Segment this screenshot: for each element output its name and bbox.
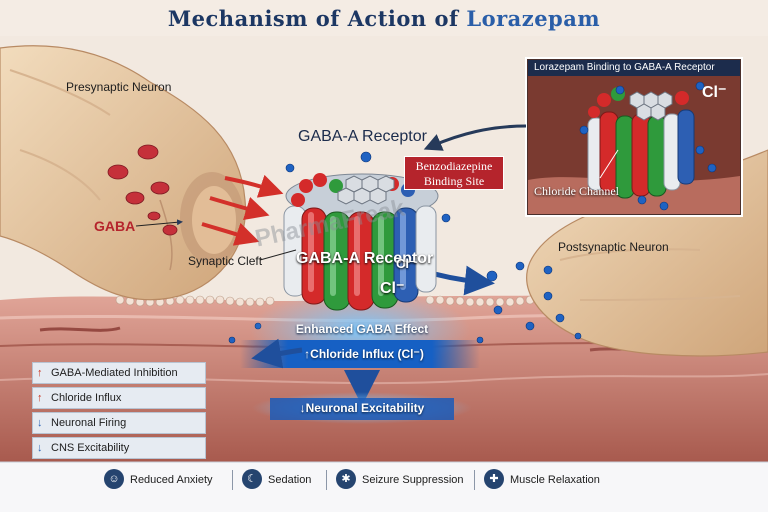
title-prefix: Mechanism of Action of <box>167 6 467 31</box>
chloride-channel-label: Chloride Channel <box>534 184 619 198</box>
up-arrow-icon: ↑ <box>37 392 43 404</box>
gaba-vesicles <box>107 144 178 236</box>
down-arrow-icon: ↓ <box>37 417 43 429</box>
receptor-title-label: GABA-A Receptor <box>298 128 427 145</box>
bed-icon: ☾ <box>242 469 262 489</box>
brain-icon: ✱ <box>336 469 356 489</box>
gaba-label: GABA <box>94 218 136 234</box>
page-title: Mechanism of Action of Lorazepam <box>0 6 768 31</box>
inset-chloride-label: Cl⁻ <box>702 84 727 101</box>
synaptic-cleft-label: Synaptic Cleft <box>188 254 263 268</box>
gaba-release-arrows <box>201 174 284 246</box>
legend-row: ↑Chloride Influx <box>32 387 206 409</box>
down-arrow-icon: ↓ <box>37 442 43 454</box>
clinical-effects-bar: ☺ Reduced Anxiety ☾ Sedation ✱ Seizure S… <box>0 462 768 498</box>
neuronal-excitability-label: ↓Neuronal Excitability <box>299 401 425 415</box>
title-drug-name: Lorazepam <box>466 6 601 31</box>
effects-legend: ↑GABA-Mediated Inhibition ↑Chloride Infl… <box>32 362 206 462</box>
chloride-influx-label: ↑Chloride Influx (Cl⁻) <box>304 347 424 361</box>
chloride-ion-label: Cl⁻ <box>396 256 416 271</box>
legend-row: ↓Neuronal Firing <box>32 412 206 434</box>
inset-title: Lorazepam Binding to GABA-A Receptor <box>528 60 740 76</box>
legend-row: ↓CNS Excitability <box>32 437 206 459</box>
inset-pointer-arrow <box>423 124 527 151</box>
up-arrow-icon: ↑ <box>37 367 43 379</box>
receptor-body-label: GABA-A Receptor <box>296 250 434 267</box>
lorazepam-molecule <box>337 175 395 205</box>
person-icon: ☺ <box>104 469 124 489</box>
legend-row: ↑GABA-Mediated Inhibition <box>32 362 206 384</box>
influx-left-arrow <box>251 338 303 369</box>
postsynaptic-neuron-label: Postsynaptic Neuron <box>558 240 669 254</box>
muscle-icon: ✚ <box>484 469 504 489</box>
presynaptic-neuron-label: Presynaptic Neuron <box>66 80 172 94</box>
chloride-ion-label-large: Cl⁻ <box>380 280 405 297</box>
inset-receptor <box>579 81 717 211</box>
membrane-beads <box>115 295 535 307</box>
benzodiazepine-site-label: Benzodiazepine Binding Site <box>404 156 504 190</box>
footer-bar <box>0 462 768 512</box>
enhanced-gaba-effect-label: Enhanced GABA Effect <box>295 322 429 336</box>
